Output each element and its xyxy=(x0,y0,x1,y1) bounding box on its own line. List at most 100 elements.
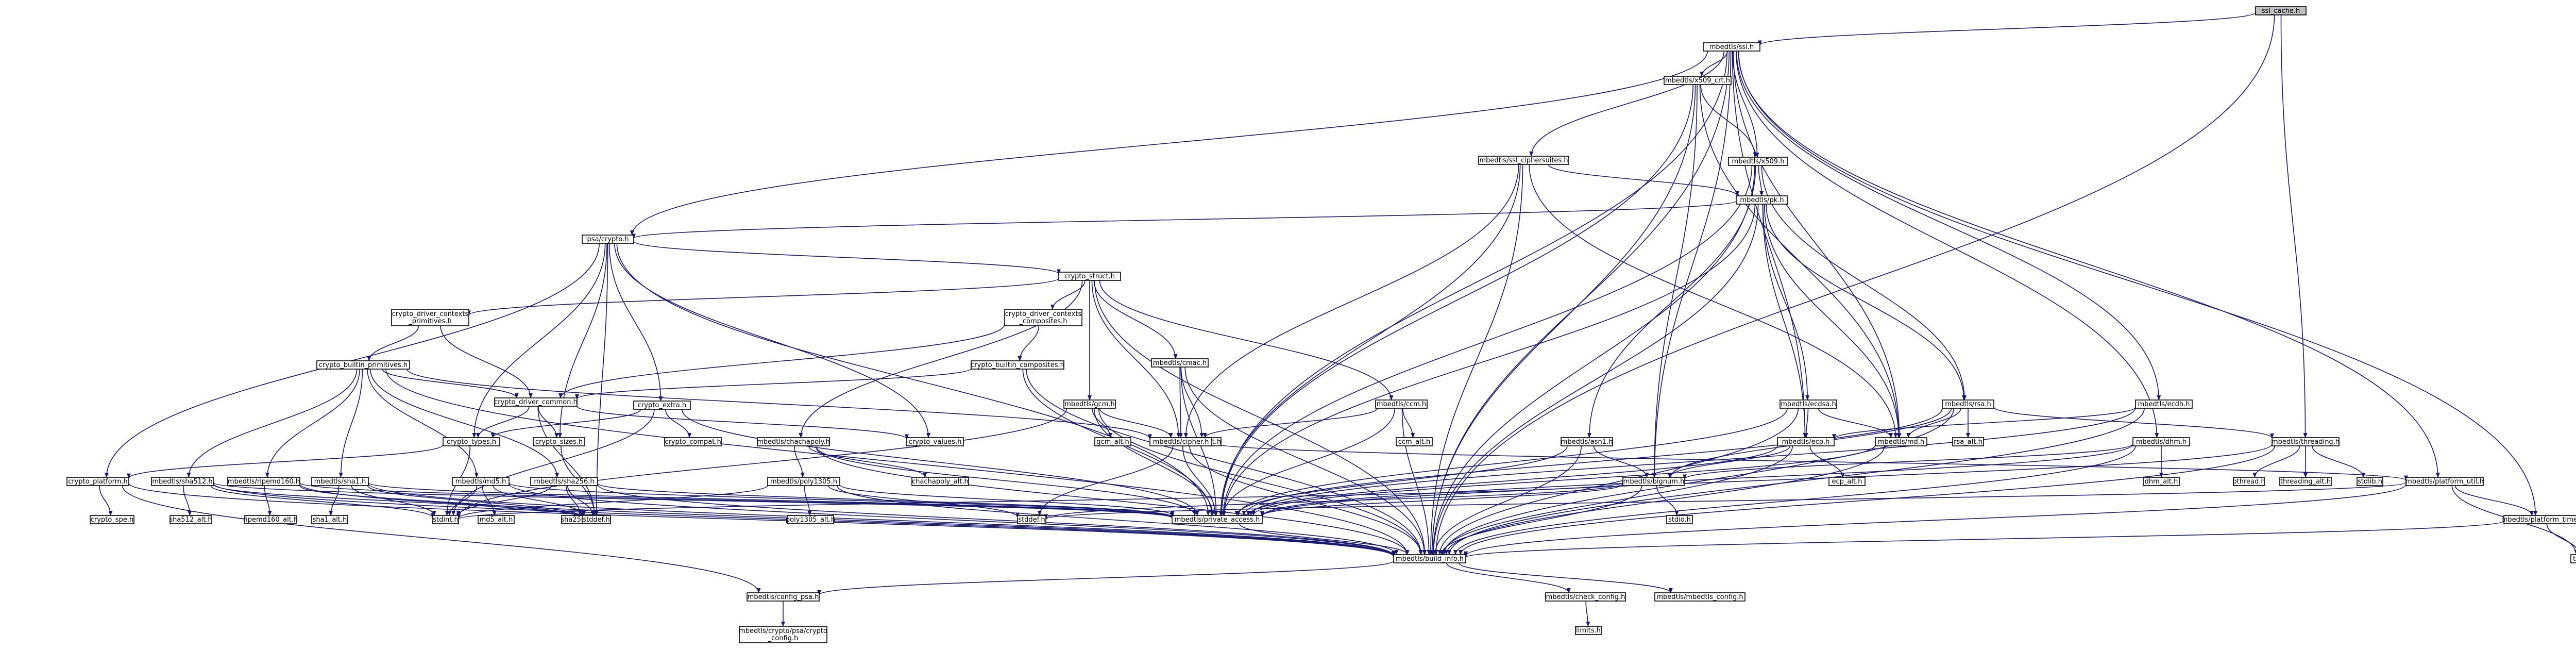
node-label: mbedtls/pk.h xyxy=(1740,196,1784,204)
node-drv-common[interactable]: crypto_driver_common.h xyxy=(494,397,578,407)
node-check-config[interactable]: mbedtls/check_config.h xyxy=(1545,592,1626,602)
node-box xyxy=(971,360,1064,370)
node-private-access[interactable]: mbedtls/private_access.h xyxy=(1172,515,1263,524)
node-threading[interactable]: mbedtls/threading.h xyxy=(2272,437,2340,446)
node-config-psa[interactable]: mbedtls/config_psa.h xyxy=(747,592,820,602)
node-box xyxy=(244,515,297,524)
node-chachapoly[interactable]: mbedtls/chachapoly.h xyxy=(757,437,830,446)
node-poly1305-alt[interactable]: poly1305_alt.h xyxy=(786,515,835,524)
node-sha512-alt[interactable]: sha512_alt.h xyxy=(169,515,212,524)
node-ccm-alt[interactable]: ccm_alt.h xyxy=(1396,437,1433,446)
node-crypto-spe[interactable]: crypto_spe.h xyxy=(90,515,134,524)
node-ssl-cache[interactable]: ssl_cache.h xyxy=(2255,6,2307,15)
node-dhm[interactable]: mbedtls/dhm.h xyxy=(2132,437,2190,446)
edge-bignum-to-stddef2 xyxy=(1044,482,1623,520)
node-crypto-struct[interactable]: crypto_struct.h xyxy=(1058,272,1121,281)
node-platform-util[interactable]: mbedtls/platform_util.h xyxy=(2405,477,2484,486)
node-ecp-alt[interactable]: ecp_alt.h xyxy=(1828,477,1866,486)
node-stddef2[interactable]: stddef.h xyxy=(1017,515,1046,524)
node-label: crypto_extra.h xyxy=(638,402,686,409)
node-ecdsa[interactable]: mbedtls/ecdsa.h xyxy=(1780,399,1837,409)
node-box xyxy=(1828,477,1866,486)
edge-x509-to-build_info xyxy=(1431,165,1755,555)
node-box xyxy=(2255,6,2307,15)
node-label: mbedtls/mbedtls_config.h xyxy=(1656,593,1743,601)
edge-bignum-to-stdio xyxy=(1656,485,1679,516)
node-gcm[interactable]: mbedtls/gcm.h xyxy=(1063,399,1116,409)
node-md5-alt[interactable]: md5_alt.h xyxy=(478,515,515,524)
node-crypto-values[interactable]: crypto_values.h xyxy=(906,437,964,446)
node-builtin-composites[interactable]: crypto_builtin_composites.h xyxy=(971,360,1064,370)
node-bignum[interactable]: mbedtls/bignum.h xyxy=(1622,477,1685,486)
node-sha512[interactable]: mbedtls/sha512.h xyxy=(151,477,214,486)
node-asn1[interactable]: mbedtls/asn1.h xyxy=(1561,437,1613,446)
edge-ssl_cache-to-build_info xyxy=(1434,14,2275,555)
node-limits[interactable]: limits.h xyxy=(1575,626,1602,635)
node-md5[interactable]: mbedtls/md5.h xyxy=(452,477,510,486)
node-crypto-sizes[interactable]: crypto_sizes.h xyxy=(533,437,585,446)
edge-ssl_cache-to-threading xyxy=(2280,14,2308,438)
edge-platform_util-to-build_info xyxy=(1464,484,2406,557)
node-stddef[interactable]: stddef.h xyxy=(582,515,611,524)
node-ecp[interactable]: mbedtls/ecp.h xyxy=(1777,437,1835,446)
edge-sha1-to-build_info xyxy=(368,483,1396,557)
node-x509-crt[interactable]: mbedtls/x509_crt.h xyxy=(1664,76,1732,85)
node-box xyxy=(1004,309,1082,326)
edge-drv_contexts_primitives-to-builtin_primitives xyxy=(367,325,419,361)
node-time[interactable]: time.h xyxy=(2570,554,2576,563)
node-label: crypto_builtin_composites.h xyxy=(971,361,1064,369)
node-threading-alt[interactable]: threading_alt.h xyxy=(2279,477,2332,486)
node-dhm-alt[interactable]: dhm_alt.h xyxy=(2143,477,2180,486)
node-crypto-platform[interactable]: crypto_platform.h xyxy=(66,477,129,486)
node-label: mbedtls/threading.h xyxy=(2272,438,2340,446)
node-mbedtls-config[interactable]: mbedtls/mbedtls_config.h xyxy=(1654,592,1745,602)
edge-sha512-to-sha512_alt xyxy=(182,485,192,516)
edge-crypto_extra-to-crypto_types xyxy=(490,409,641,438)
node-label: crypto_driver_contexts xyxy=(392,310,469,318)
node-ripemd160-alt[interactable]: ripemd160_alt.h xyxy=(243,515,298,524)
edge-ssl-to-dhm xyxy=(1735,51,2159,438)
node-pthread[interactable]: pthread.h xyxy=(2232,477,2265,486)
node-poly1305[interactable]: mbedtls/poly1305.h xyxy=(767,477,840,486)
edge-pk-to-build_info xyxy=(1431,204,1759,555)
node-stdio[interactable]: stdio.h xyxy=(1666,515,1693,524)
node-chachapoly-alt[interactable]: chachapoly_alt.h xyxy=(911,477,969,486)
node-ccm[interactable]: mbedtls/ccm.h xyxy=(1375,399,1428,409)
node-ripemd160[interactable]: mbedtls/ripemd160.h xyxy=(227,477,300,486)
node-psa-crypto-config[interactable]: mbedtls/crypto/psa/crypto_config.h xyxy=(739,626,827,643)
node-rsa-alt[interactable]: rsa_alt.h xyxy=(1952,437,1984,446)
node-crypto-compat[interactable]: crypto_compat.h xyxy=(664,437,722,446)
node-ssl-ciphersuites[interactable]: mbedtls/ssl_ciphersuites.h xyxy=(1478,156,1569,165)
edge-bignum-to-stdint xyxy=(456,482,1623,520)
node-label: pthread.h xyxy=(2232,478,2265,486)
node-drv-contexts-primitives[interactable]: crypto_driver_contexts_primitives.h xyxy=(391,309,469,326)
node-builtin-primitives[interactable]: crypto_builtin_primitives.h xyxy=(316,360,410,370)
node-rsa[interactable]: mbedtls/rsa.h xyxy=(1942,399,1994,409)
node-cmac[interactable]: mbedtls/cmac.h xyxy=(1151,358,1209,368)
node-stdint[interactable]: stdint.h xyxy=(432,515,459,524)
node-label: stddef.h xyxy=(583,516,609,524)
node-build-info[interactable]: mbedtls/build_info.h xyxy=(1393,554,1466,563)
node-pk[interactable]: mbedtls/pk.h xyxy=(1736,195,1788,205)
node-gcm-alt[interactable]: gcm_alt.h xyxy=(1094,437,1131,446)
node-box xyxy=(757,437,830,446)
node-md[interactable]: mbedtls/md.h xyxy=(1875,437,1927,446)
node-ssl[interactable]: mbedtls/ssl.h xyxy=(1703,42,1760,52)
node-cipher[interactable]: mbedtls/cipher.h xyxy=(1149,437,1212,446)
node-crypto-extra[interactable]: crypto_extra.h xyxy=(633,401,691,410)
node-box xyxy=(633,401,691,410)
node-sha1[interactable]: mbedtls/sha1.h xyxy=(311,477,369,486)
node-platform-time[interactable]: mbedtls/platform_time.h xyxy=(2501,515,2576,524)
node-drv-contexts-composites[interactable]: crypto_driver_contexts_composites.h xyxy=(1004,309,1082,326)
node-label: poly1305_alt.h xyxy=(786,516,835,524)
node-crypto-types[interactable]: crypto_types.h xyxy=(443,437,500,446)
edge-sha256-to-build_info xyxy=(597,484,1396,556)
node-psa-crypto[interactable]: psa/crypto.h xyxy=(582,235,634,244)
node-label: crypto_values.h xyxy=(909,438,962,446)
node-sha256[interactable]: mbedtls/sha256.h xyxy=(530,477,598,486)
node-ecdh[interactable]: mbedtls/ecdh.h xyxy=(2135,399,2193,409)
edge-psa_crypto-to-crypto_struct xyxy=(633,241,1061,275)
node-stdlib[interactable]: stdlib.h xyxy=(2357,477,2383,486)
node-x509[interactable]: mbedtls/x509.h xyxy=(1728,157,1788,166)
node-sha1-alt[interactable]: sha1_alt.h xyxy=(311,515,348,524)
